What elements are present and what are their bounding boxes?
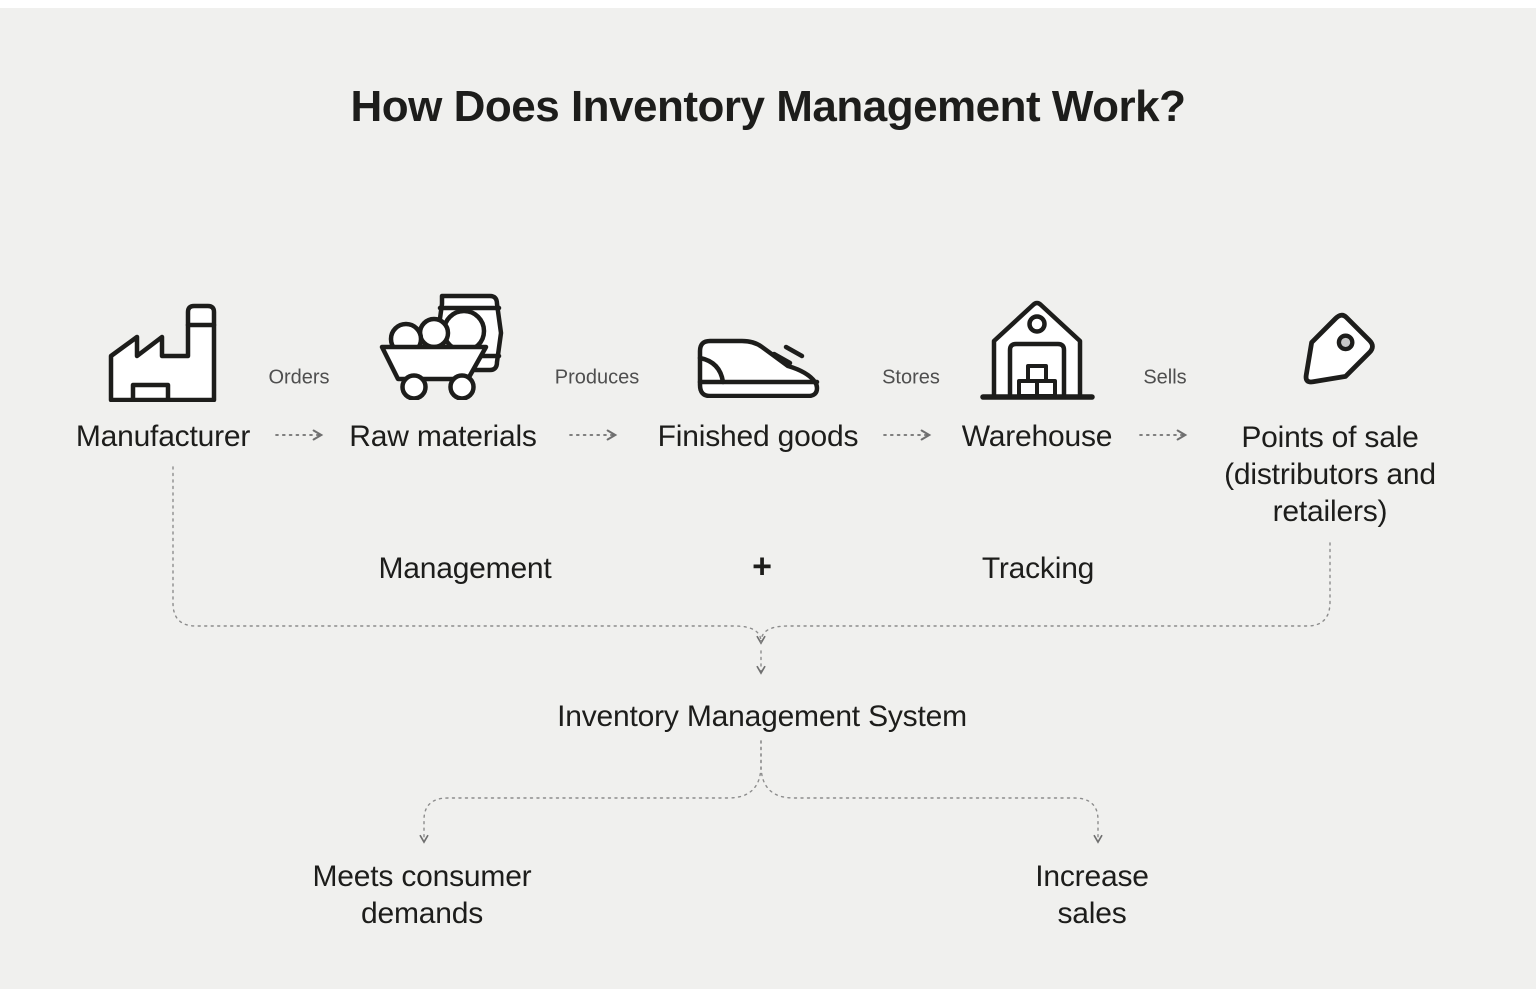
outcome-increase-sales: Increase sales	[1035, 860, 1149, 930]
node-warehouse: Warehouse	[937, 292, 1137, 455]
management-label: Management	[378, 552, 552, 585]
sneaker-icon	[697, 338, 820, 398]
tracking-label: Tracking	[981, 552, 1095, 585]
price-tag-icon	[1303, 312, 1375, 385]
factory-icon	[108, 303, 216, 402]
node-points-of-sale: Points of sale (distributors and retaile…	[1204, 310, 1456, 530]
node-finished-goods: Finished goods	[638, 336, 878, 455]
node-raw-materials: Raw materials	[328, 293, 558, 455]
node-label-points-of-sale: Points of sale (distributors and retaile…	[1224, 421, 1436, 528]
node-label-warehouse: Warehouse	[961, 420, 1113, 453]
warehouse-icon	[979, 300, 1095, 400]
bottom-edge-strip	[0, 989, 1536, 997]
edge-label-stores: Stores	[882, 366, 940, 389]
page-title: How Does Inventory Management Work?	[350, 82, 1186, 131]
node-label-finished-goods: Finished goods	[657, 420, 859, 453]
outcome-meets-consumer-demands: Meets consumer demands	[312, 860, 532, 930]
plus-sign: +	[752, 547, 772, 586]
fork-right-arrow	[760, 740, 1103, 844]
node-manufacturer: Manufacturer	[48, 300, 278, 455]
node-label-raw-materials: Raw materials	[349, 420, 537, 453]
fork-left-arrow	[419, 740, 762, 844]
cart-icon	[379, 293, 504, 400]
edge-label-sells: Sells	[1143, 366, 1187, 389]
edge-label-produces: Produces	[554, 366, 640, 389]
top-edge-strip	[0, 0, 1536, 8]
edge-label-orders: Orders	[268, 366, 330, 389]
node-label-manufacturer: Manufacturer	[75, 420, 251, 453]
inventory-management-system-label: Inventory Management System	[557, 700, 967, 733]
